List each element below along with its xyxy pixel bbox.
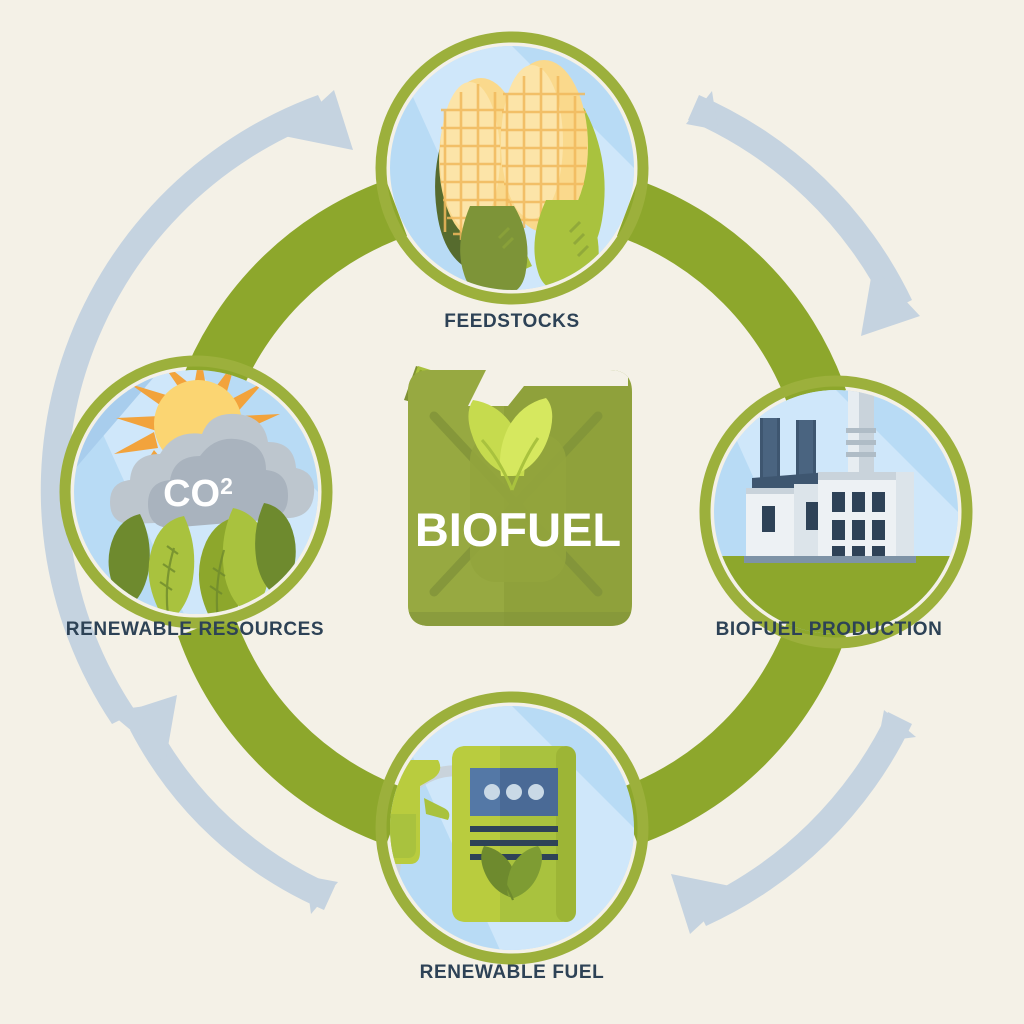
sun-cloud-leaves-icon xyxy=(74,370,318,614)
renewable-resources-ring xyxy=(59,355,333,629)
green-flow-arcs xyxy=(178,180,846,845)
jerrycan-label: BIOFUEL xyxy=(415,503,621,556)
arrow-bottom-right-icon xyxy=(671,710,916,934)
green-arc-top-right xyxy=(617,180,846,411)
node-renewable-resources[interactable]: CO2 xyxy=(59,352,333,629)
jerrycan-details xyxy=(408,370,632,626)
arrow-top-left-icon xyxy=(40,90,353,738)
co2-cloud xyxy=(110,413,315,528)
biofuel-jerrycan[interactable]: BIOFUEL xyxy=(404,366,632,628)
biofuel-production-ring xyxy=(699,375,973,649)
node-biofuel-production[interactable] xyxy=(699,332,973,649)
leaves-row xyxy=(108,503,296,614)
fuel-pump-icon xyxy=(390,706,634,950)
corn-cobs-icon xyxy=(390,46,634,290)
arrow-top-right-icon xyxy=(686,91,920,336)
label-biofuel-production: BIOFUEL PRODUCTION xyxy=(715,619,943,640)
renewable-fuel-ring xyxy=(375,691,649,965)
node-feedstocks[interactable] xyxy=(375,31,649,305)
feedstocks-ring xyxy=(375,31,649,305)
green-arc-top-left xyxy=(178,180,407,411)
label-renewable-fuel: RENEWABLE FUEL xyxy=(419,962,605,983)
blue-flow-arrows xyxy=(40,90,920,934)
green-arc-bottom-right xyxy=(617,614,846,845)
green-arc-bottom-left xyxy=(178,614,407,845)
node-renewable-fuel[interactable] xyxy=(360,691,649,965)
label-renewable-resources: RENEWABLE RESOURCES xyxy=(65,619,325,640)
label-feedstocks: FEEDSTOCKS xyxy=(444,311,580,332)
